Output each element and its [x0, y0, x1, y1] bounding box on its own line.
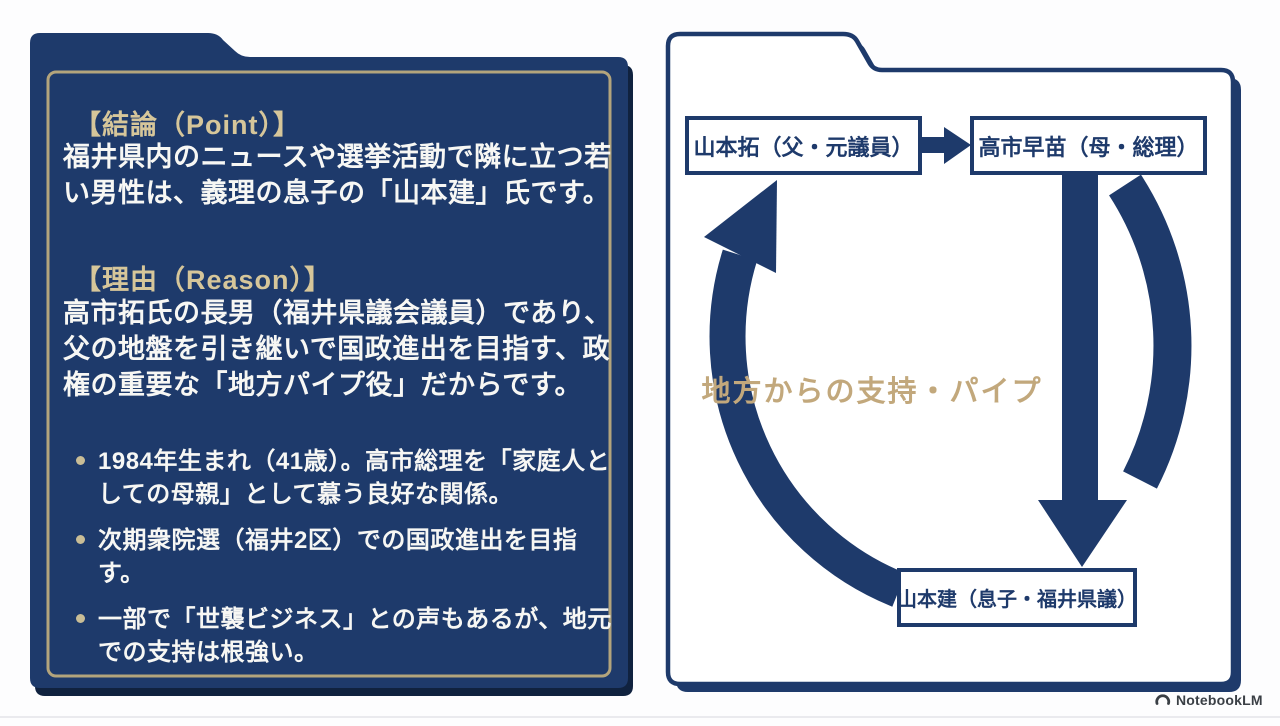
reason-heading: 【理由（Reason）】	[74, 265, 333, 295]
bullet-dot-icon	[76, 535, 85, 544]
explanation-panel: 【結論（Point）】 福井県内のニュースや選挙活動で隣に立つ若い男性は、義理の…	[30, 33, 628, 688]
reason-body: 高市拓氏の長男（福井県議会議員）であり、父の地盤を引き継いで国政進出を目指す、政…	[63, 298, 612, 400]
bullet-dot-icon	[76, 614, 85, 623]
bullet-text: 一部で「世襲ビジネス」との声もあるが、地元での支持は根強い。	[98, 606, 612, 666]
cycle-arc-right	[1108, 174, 1192, 489]
left-folder-shape	[30, 33, 628, 688]
arrow-mother-to-son-head	[1038, 500, 1127, 567]
bullet-item: 1984年生まれ（41歳）。高市総理を「家庭人としての母親」として慕う良好な関係…	[76, 445, 616, 511]
bullet-text: 1984年生まれ（41歳）。高市総理を「家庭人としての母親」として慕う良好な関係…	[98, 448, 611, 508]
watermark-label: NotebookLM	[1176, 691, 1263, 708]
bullet-text: 次期衆院選（福井2区）での国政進出を目指す。	[98, 527, 578, 587]
node-son: 山本建（息子・福井県議）	[897, 568, 1137, 627]
frame-bottom-divider	[0, 716, 1280, 718]
node-father: 山本拓（父・元議員）	[685, 116, 922, 175]
arrow-mother-to-son-shaft	[1062, 174, 1098, 504]
cycle-arc-left	[709, 249, 906, 607]
bullet-item: 一部で「世襲ビジネス」との声もあるが、地元での支持は根強い。	[76, 603, 616, 669]
arrow-father-to-mother	[922, 127, 971, 164]
bullet-dot-icon	[76, 456, 85, 465]
point-heading: 【結論（Point）】	[74, 110, 301, 140]
cycle-arc-left-arrowhead	[704, 180, 777, 273]
watermark: NotebookLM	[1154, 691, 1263, 708]
left-folder-gold-border	[46, 70, 612, 678]
bullet-item: 次期衆院選（福井2区）での国政進出を目指す。	[76, 524, 616, 590]
notebooklm-logo-icon	[1155, 694, 1171, 705]
detail-bullet-list: 1984年生まれ（41歳）。高市総理を「家庭人としての母親」として慕う良好な関係…	[76, 445, 616, 682]
cycle-label: 地方からの支持・パイプ	[701, 376, 1043, 408]
node-mother: 高市早苗（母・総理）	[970, 116, 1207, 175]
point-body: 福井県内のニュースや選挙活動で隣に立つ若い男性は、義理の息子の「山本建」氏です。	[63, 142, 612, 208]
